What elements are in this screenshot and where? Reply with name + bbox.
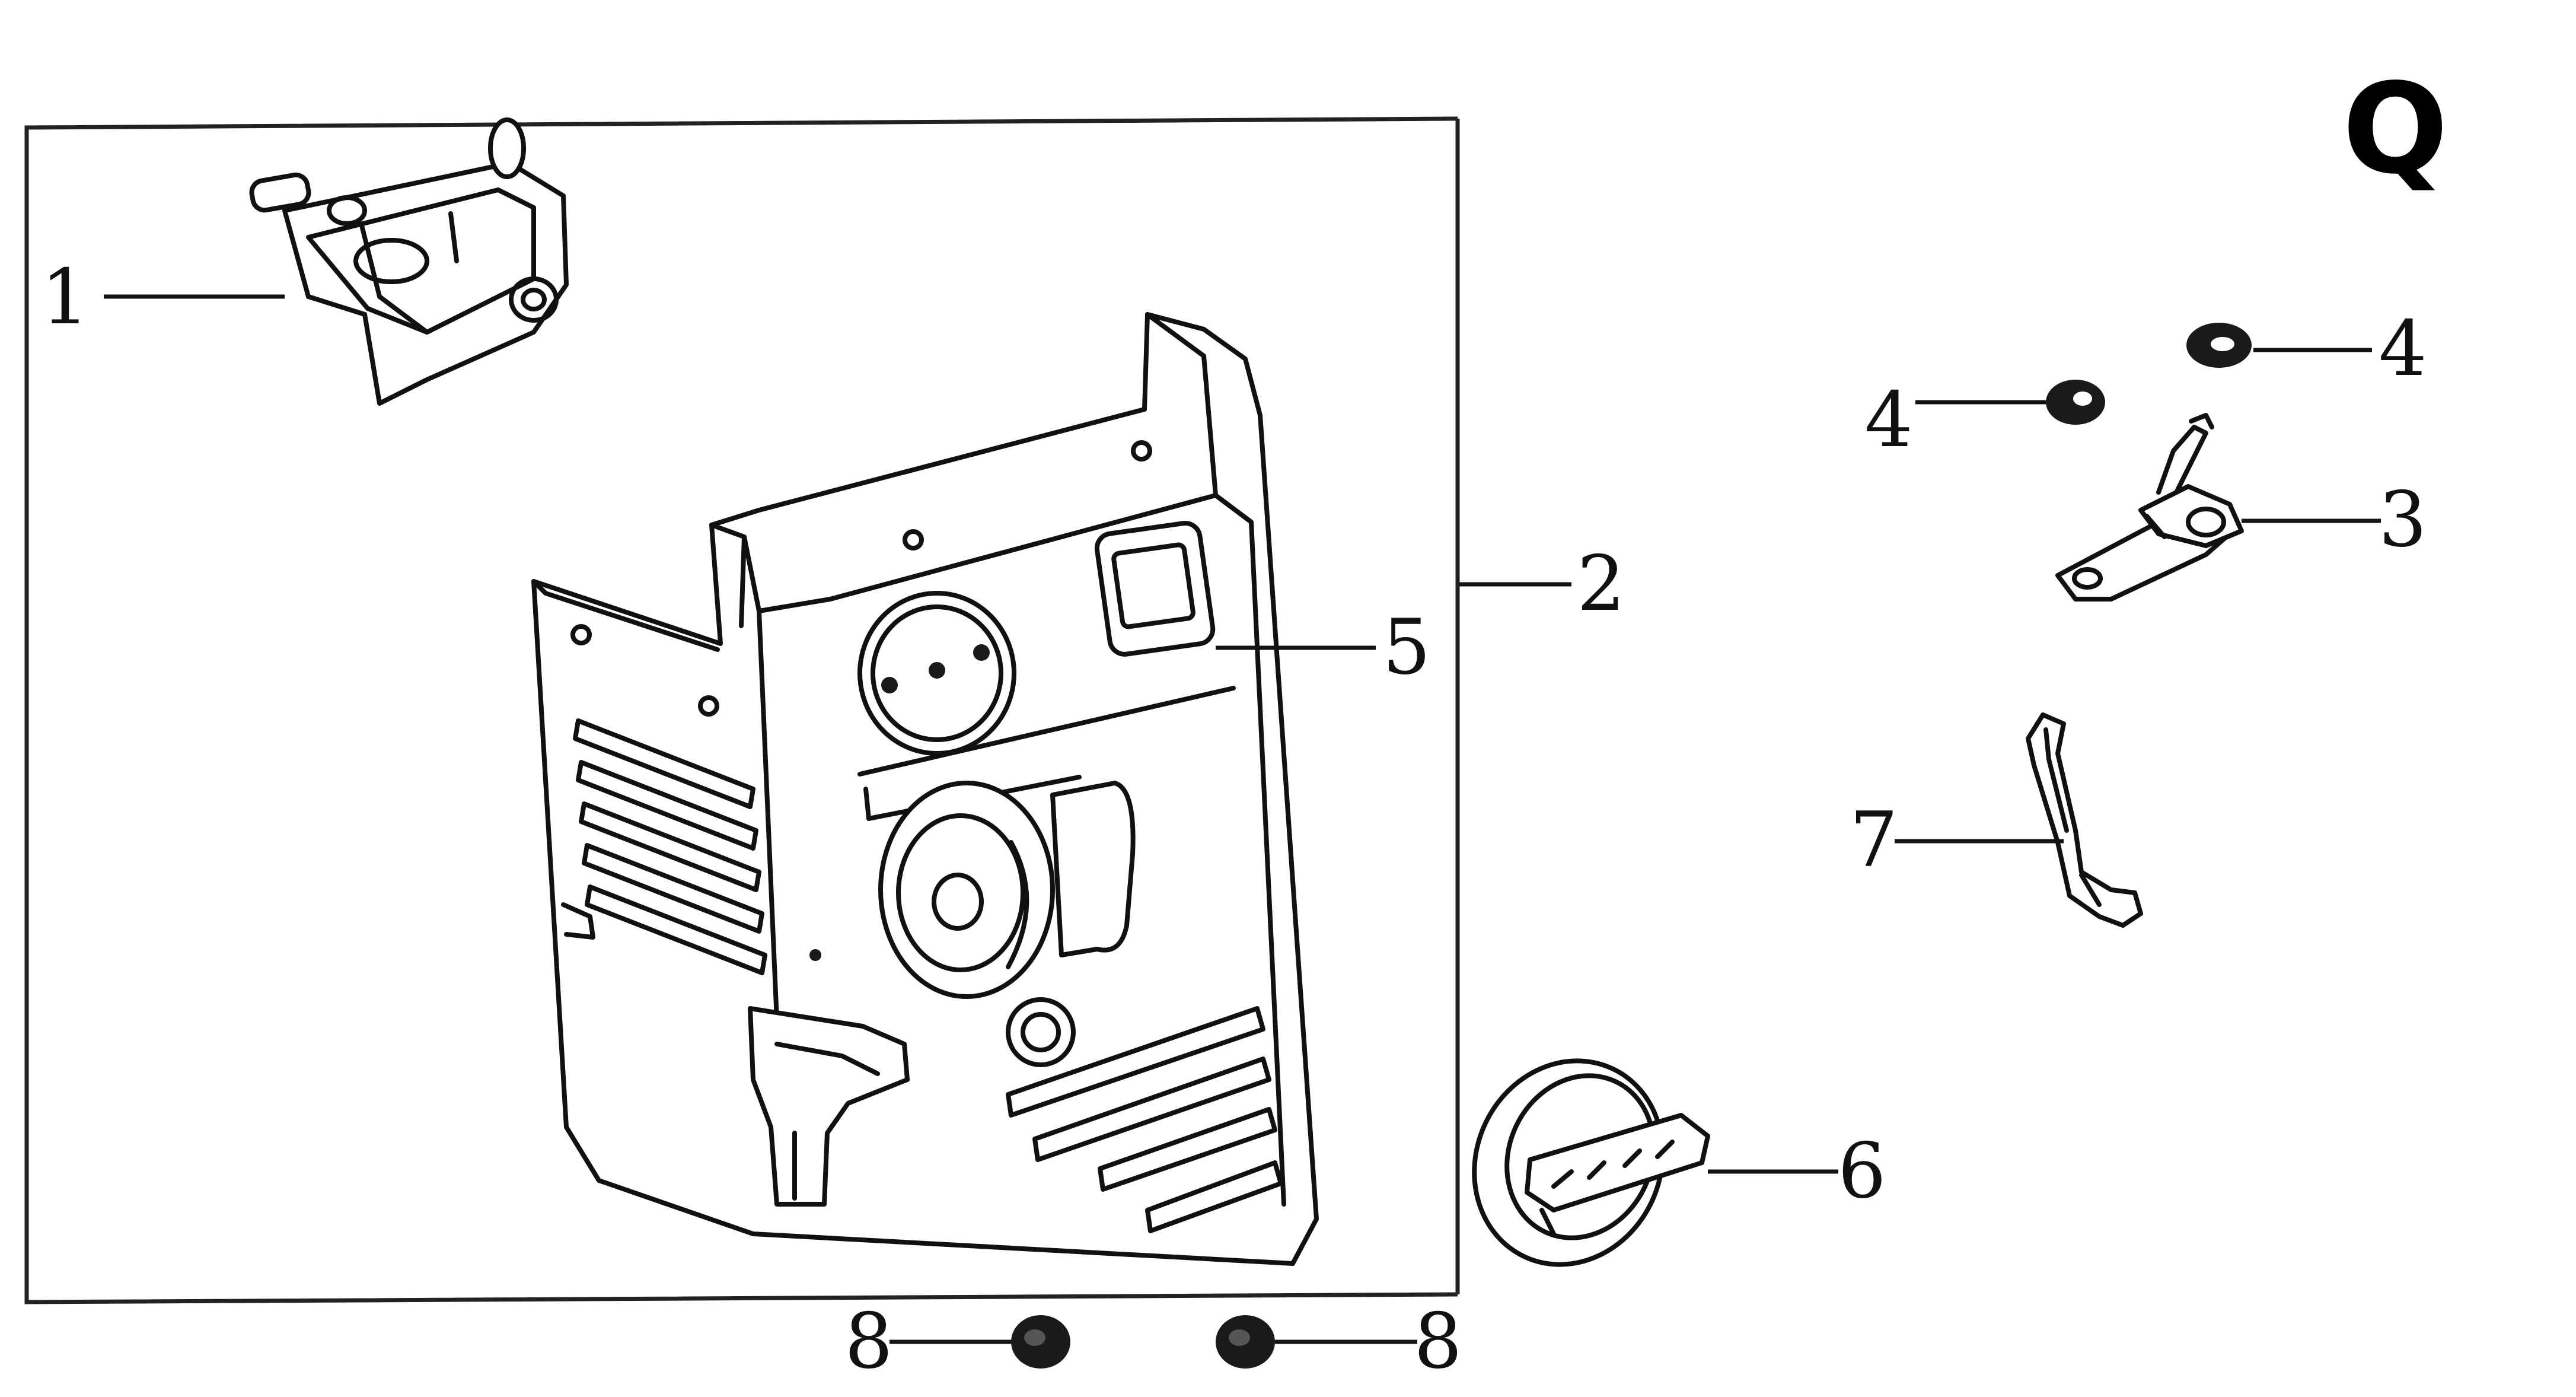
left-vents	[573, 718, 767, 975]
part-7-strap-drawing	[2026, 712, 2143, 928]
callout-8-right: 8	[1414, 1297, 1462, 1386]
part-5-front-panel-drawing	[531, 312, 1319, 1266]
callout-4-right: 4	[2379, 305, 2427, 393]
part-4-washer-right-drawing	[2186, 323, 2252, 368]
part-6-cap-drawing	[1472, 1058, 1710, 1267]
callout-4-left: 4	[1864, 376, 1912, 464]
right-vents	[1006, 1006, 1283, 1233]
callout-7: 7	[1850, 796, 1898, 884]
callout-6: 6	[1838, 1127, 1886, 1215]
part-4-washer-left-drawing	[2046, 380, 2105, 425]
part-8-grommet-left-drawing	[1011, 1315, 1070, 1369]
part-1-bracket-drawing	[249, 117, 569, 406]
callout-1: 1	[41, 253, 89, 342]
assembly-frame	[24, 116, 1460, 1304]
part-3-clip-drawing	[2055, 413, 2244, 602]
part-8-grommet-right-drawing	[1216, 1315, 1275, 1369]
callout-2: 2	[1577, 540, 1625, 628]
callout-8-left: 8	[844, 1297, 892, 1386]
callout-3: 3	[2379, 476, 2427, 564]
callout-5: 5	[1382, 603, 1430, 692]
leader-lines	[104, 294, 2381, 1344]
sheet-letter: Q	[2342, 56, 2449, 202]
